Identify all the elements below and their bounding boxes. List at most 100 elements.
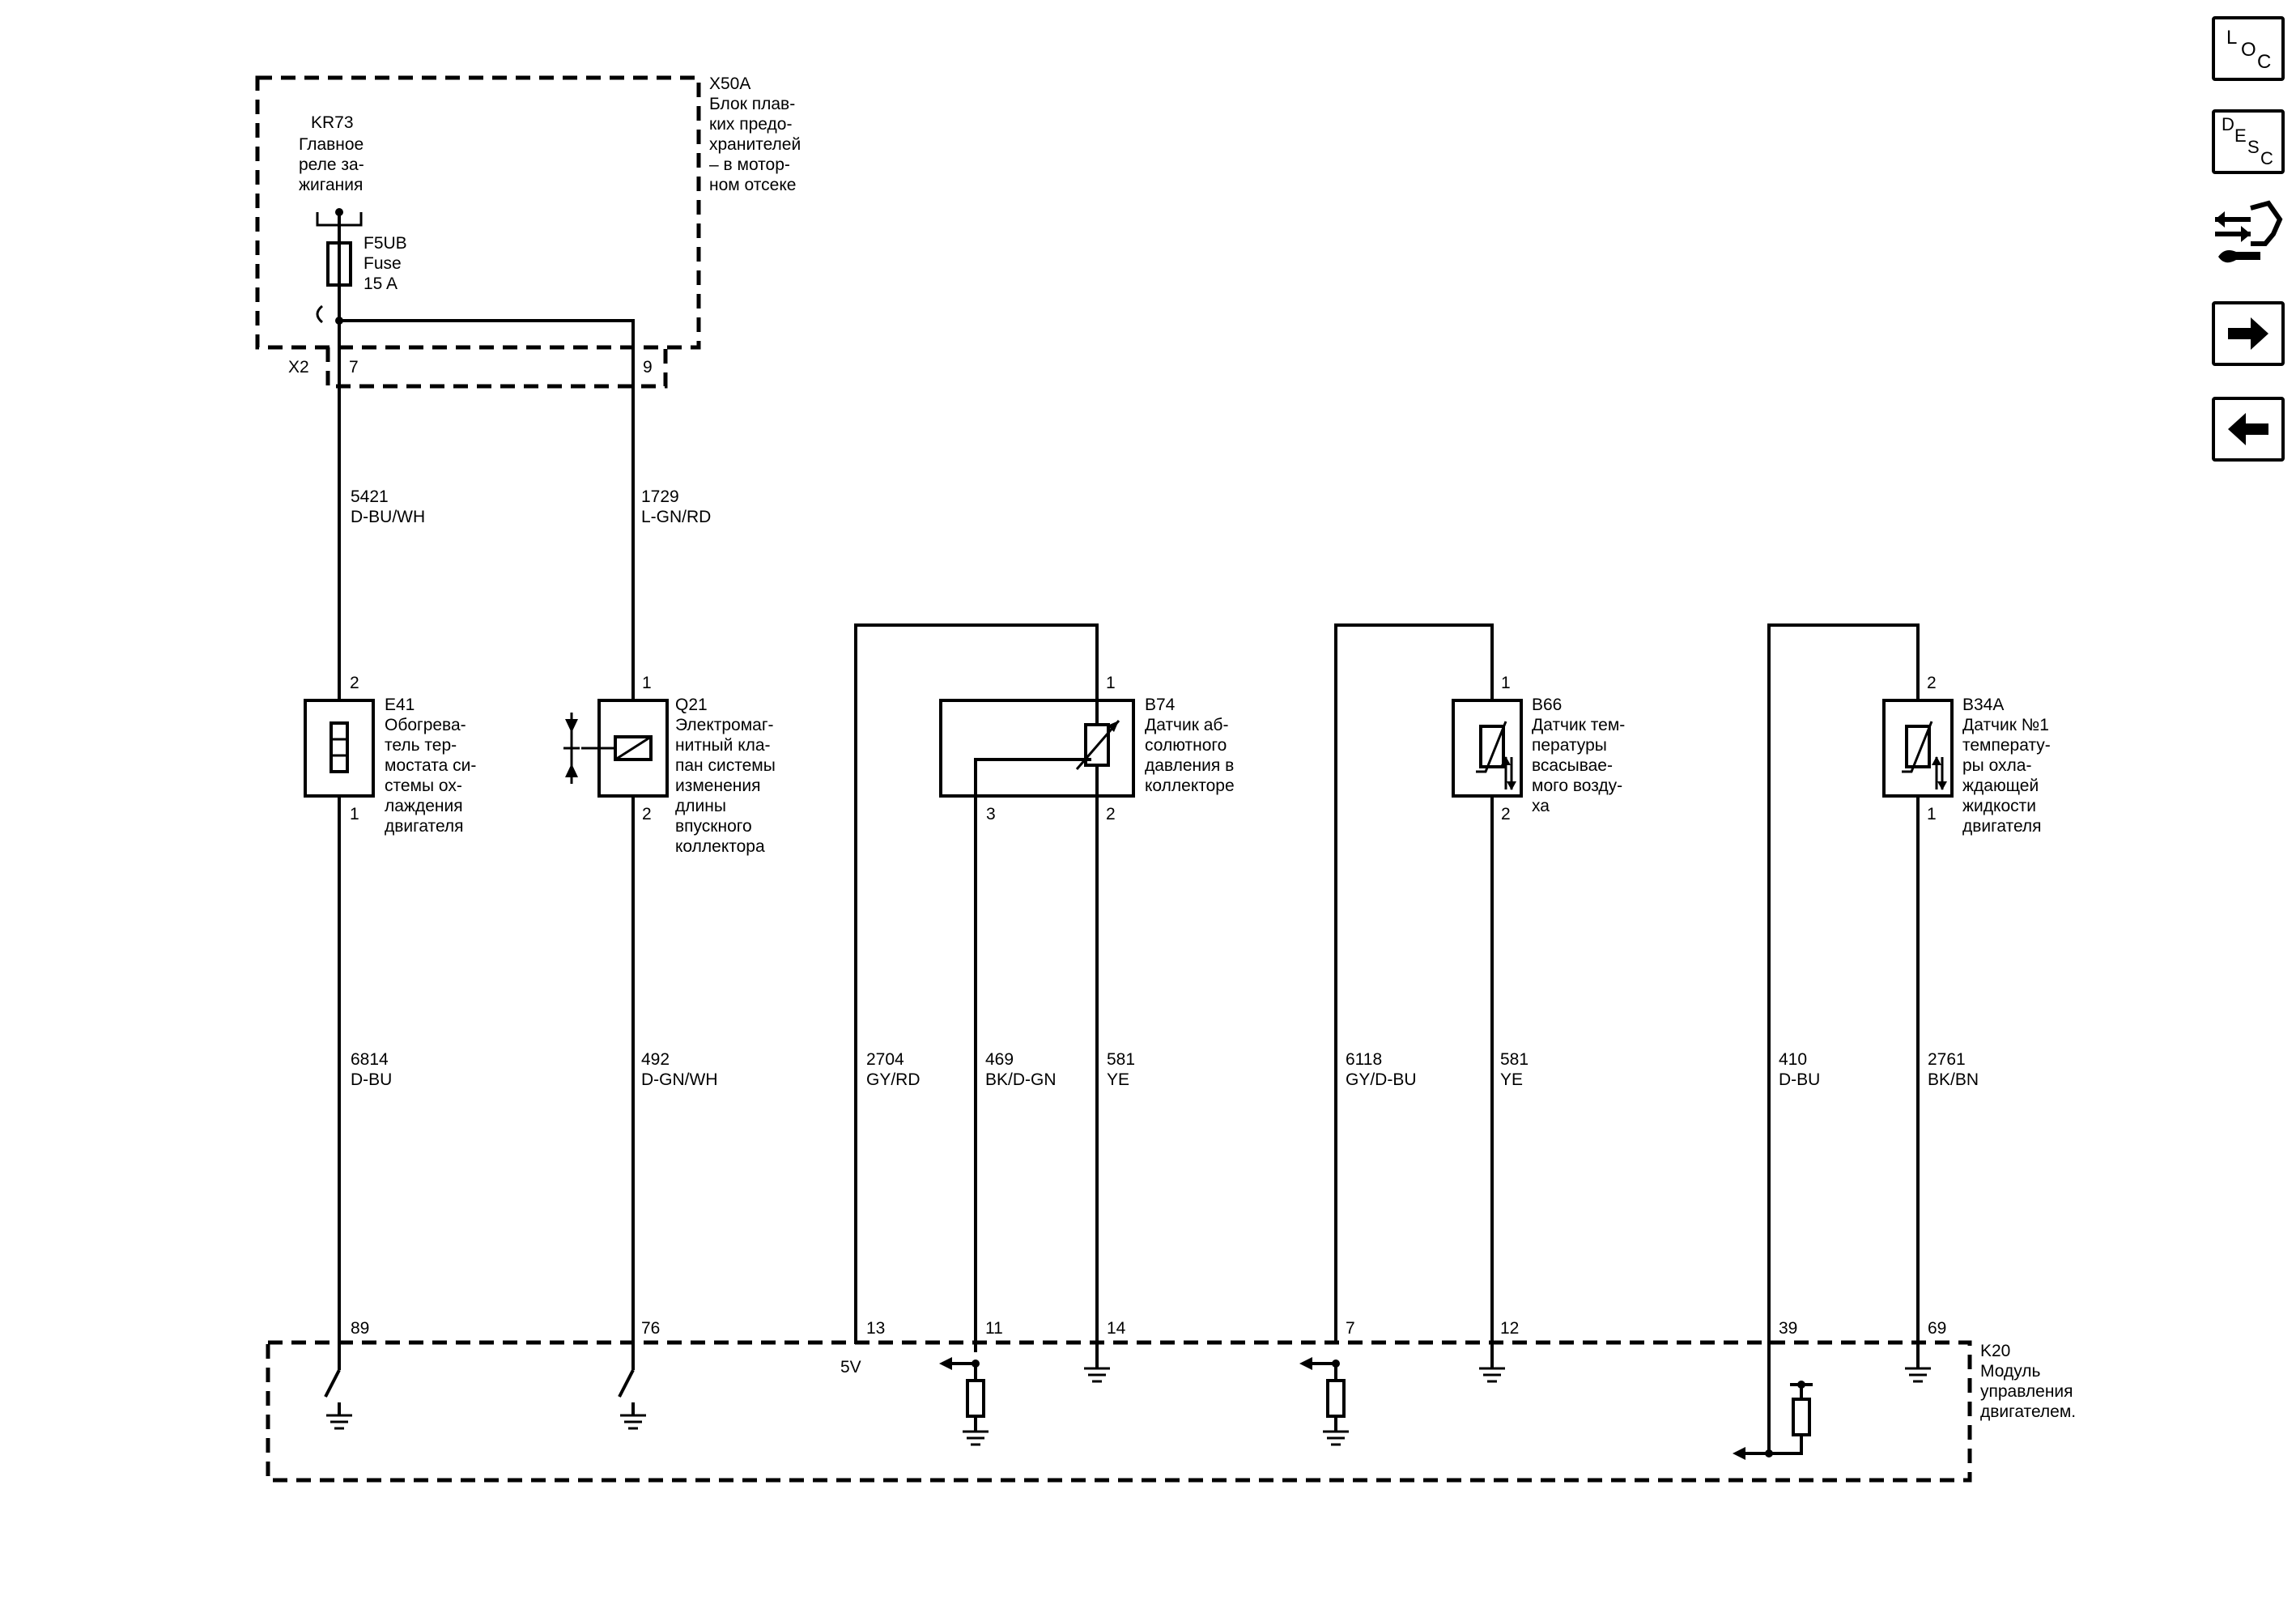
component-q21: 1 2 Q21 Электромаг- нитный кла- пан сист… — [563, 674, 776, 856]
desc-letter-d: D — [2222, 114, 2234, 134]
q21-line-1: Электромаг- — [675, 716, 774, 734]
ecm-line-3: двигателем. — [1980, 1402, 2076, 1421]
low-side-driver-q21 — [618, 1344, 646, 1430]
q21-line-7: коллектора — [675, 837, 765, 856]
b74-line-1: Датчик аб- — [1145, 716, 1228, 734]
component-b66: 1 2 B66 Датчик тем- пературы всасывае- м… — [1452, 674, 1625, 823]
fuse-block-line-4: – в мотор- — [709, 155, 790, 174]
loc-letter-c: C — [2257, 51, 2271, 73]
ecm-line-2: управления — [1980, 1382, 2073, 1401]
wire-label-color: GY/RD — [866, 1070, 921, 1089]
b74-line-2: солютного — [1145, 736, 1227, 755]
e41-line-3: мостата си- — [385, 756, 476, 775]
next-page-button[interactable] — [2212, 301, 2285, 366]
ecm-pin: 69 — [1928, 1319, 1946, 1338]
desc-letter-c: C — [2260, 148, 2273, 168]
fuse-block-x50a: X50A Блок плав- ких предо- хранителей – … — [255, 74, 801, 389]
b66-id: B66 — [1532, 696, 1562, 714]
wire-label-circuit: 5421 — [351, 487, 389, 506]
b34a-pin-top: 2 — [1927, 674, 1937, 692]
fuse-line-2: 15 A — [364, 274, 398, 293]
previous-page-button[interactable] — [2212, 397, 2285, 462]
ecm-pin: 39 — [1779, 1319, 1797, 1338]
q21-line-4: изменения — [675, 777, 760, 795]
wire-label-color: BK/D-GN — [985, 1070, 1057, 1089]
signal-input-39 — [1733, 1381, 1813, 1460]
b34a-line-5: жидкости — [1962, 797, 2036, 815]
connector-wrench-icon — [2215, 200, 2283, 263]
ecm-pin: 7 — [1346, 1319, 1355, 1338]
b66-line-4: мого возду- — [1532, 777, 1622, 795]
fuse-line-1: Fuse — [364, 254, 402, 273]
relay-line-3: жигания — [299, 176, 363, 194]
fuse-pin-7: 7 — [349, 358, 359, 377]
b66-line-2: пературы — [1532, 736, 1607, 755]
wire-label-color: D-GN/WH — [641, 1070, 717, 1089]
b34a-line-2: температу- — [1962, 736, 2051, 755]
ground-14 — [1084, 1344, 1110, 1383]
component-e41: 2 1 E41 Обогрева- тель тер- мостата си- … — [304, 674, 476, 836]
wire-label-color: D-BU — [1779, 1070, 1820, 1089]
b34a-pin-bottom: 1 — [1927, 805, 1937, 823]
b74-line-4: коллекторе — [1145, 777, 1235, 795]
wire-label-color: GY/D-BU — [1346, 1070, 1417, 1089]
ecm-pin: 76 — [641, 1319, 660, 1338]
loc-button[interactable]: L O C — [2212, 16, 2285, 81]
b66-line-5: ха — [1532, 797, 1550, 815]
relay-line-2: реле за- — [299, 155, 364, 174]
e41-line-1: Обогрева- — [385, 716, 466, 734]
relay-contact-symbol — [316, 208, 363, 243]
wire-label-color: YE — [1500, 1070, 1523, 1089]
wire-label-color: D-BU/WH — [351, 508, 425, 526]
wire-label-circuit: 410 — [1779, 1050, 1807, 1069]
b74-id: B74 — [1145, 696, 1176, 714]
q21-pin-top: 1 — [642, 674, 652, 692]
wire-label-color: D-BU — [351, 1070, 392, 1089]
b66-pin-top: 1 — [1501, 674, 1511, 692]
relay-id: KR73 — [311, 113, 354, 132]
connector-wrench-button[interactable] — [2212, 198, 2285, 263]
e41-pin-bottom: 1 — [350, 805, 359, 823]
ecm-id: K20 — [1980, 1342, 2010, 1360]
b66-line-3: всасывае- — [1532, 756, 1613, 775]
b34a-line-4: ждающей — [1962, 777, 2039, 795]
ground-69 — [1905, 1344, 1931, 1383]
wire-label-color: YE — [1107, 1070, 1129, 1089]
fuse-pin-9: 9 — [643, 358, 653, 377]
wire-label-circuit: 6118 — [1346, 1050, 1382, 1069]
b74-line-3: давления в — [1145, 756, 1234, 775]
desc-letter-s: S — [2247, 137, 2260, 157]
arrow-right-icon — [2228, 317, 2268, 350]
desc-letter-e: E — [2234, 126, 2247, 146]
component-b74: 1 3 2 B74 Датчик аб- солютного давления … — [939, 674, 1235, 823]
b34a-line-6: двигателя — [1962, 817, 2042, 836]
wire-label-circuit: 492 — [641, 1050, 670, 1069]
wire-label-circuit: 469 — [985, 1050, 1014, 1069]
e41-line-2: тель тер- — [385, 736, 457, 755]
ecm-pin: 14 — [1107, 1319, 1126, 1338]
e41-id: E41 — [385, 696, 415, 714]
wire-label-circuit: 1729 — [641, 487, 679, 506]
wire-label-circuit: 581 — [1107, 1050, 1135, 1069]
q21-line-6: впускного — [675, 817, 752, 836]
b74-pin-bottom: 2 — [1106, 805, 1116, 823]
signal-input-7 — [1299, 1357, 1349, 1446]
ecm-pin: 89 — [351, 1319, 369, 1338]
e41-line-6: двигателя — [385, 817, 464, 836]
wire-label-circuit: 6814 — [351, 1050, 389, 1069]
wire-runs — [338, 321, 1920, 1453]
b66-pin-bottom: 2 — [1501, 805, 1511, 823]
wire-label-circuit: 2704 — [866, 1050, 904, 1069]
fuse-block-line-5: ном отсеке — [709, 176, 796, 194]
q21-line-3: пан системы — [675, 756, 776, 775]
b34a-id: B34A — [1962, 696, 2004, 714]
ground-12 — [1479, 1344, 1505, 1383]
component-b34a: 2 1 B34A Датчик №1 температу- ры охла- ж… — [1882, 674, 2051, 836]
b34a-line-1: Датчик №1 — [1962, 716, 2049, 734]
fuse-block-line-1: Блок плав- — [709, 95, 795, 113]
e41-pin-top: 2 — [350, 674, 359, 692]
loc-letter-l: L — [2226, 27, 2237, 49]
e41-line-5: лаждения — [385, 797, 463, 815]
desc-button[interactable]: D E S C — [2212, 109, 2285, 174]
